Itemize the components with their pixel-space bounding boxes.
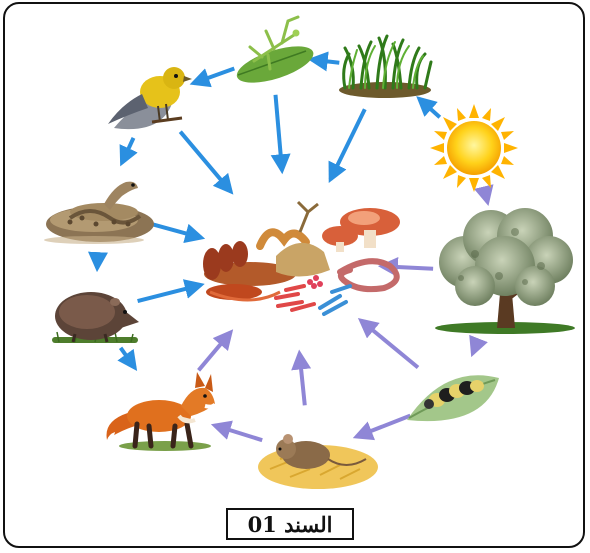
- arrow-snake-to-decomposers: [150, 224, 201, 238]
- caterpillar-icon: [407, 375, 499, 421]
- arrow-caterpillar-to-decomposers: [361, 321, 418, 368]
- arrow-sun-to-grass: [419, 99, 440, 117]
- arrow-fox-to-decomposers: [199, 332, 231, 370]
- arrow-mantis-to-bird: [193, 69, 234, 84]
- tree-icon: [435, 208, 575, 334]
- arrow-tree-to-caterpillar: [473, 339, 479, 354]
- bird-icon: [108, 67, 192, 129]
- fox-icon: [107, 372, 216, 451]
- grass-icon: [339, 36, 431, 98]
- document-caption: السند 01: [226, 508, 354, 540]
- mantis-icon: [233, 17, 318, 90]
- arrow-bird-to-snake: [122, 138, 134, 163]
- arrow-grass-to-mantis: [312, 60, 340, 63]
- arrow-sun-to-tree: [485, 193, 487, 203]
- arrow-mouse-to-decomposers: [300, 354, 305, 406]
- arrow-bird-to-decomposers: [180, 132, 231, 192]
- sun-icon: [430, 104, 518, 192]
- arrow-mantis-to-decomposers: [276, 95, 283, 171]
- shrew-icon: [55, 292, 139, 342]
- arrow-caterpillar-to-mouse: [357, 416, 411, 437]
- mouse-icon: [258, 434, 378, 489]
- arrow-shrew-to-fox: [121, 348, 135, 368]
- arrow-mouse-to-fox: [215, 425, 263, 440]
- arrow-shrew-to-decomposers: [138, 285, 201, 301]
- snake-icon: [44, 182, 154, 244]
- decomposers-icon: [203, 202, 400, 314]
- arrow-grass-to-decomposers: [331, 109, 365, 179]
